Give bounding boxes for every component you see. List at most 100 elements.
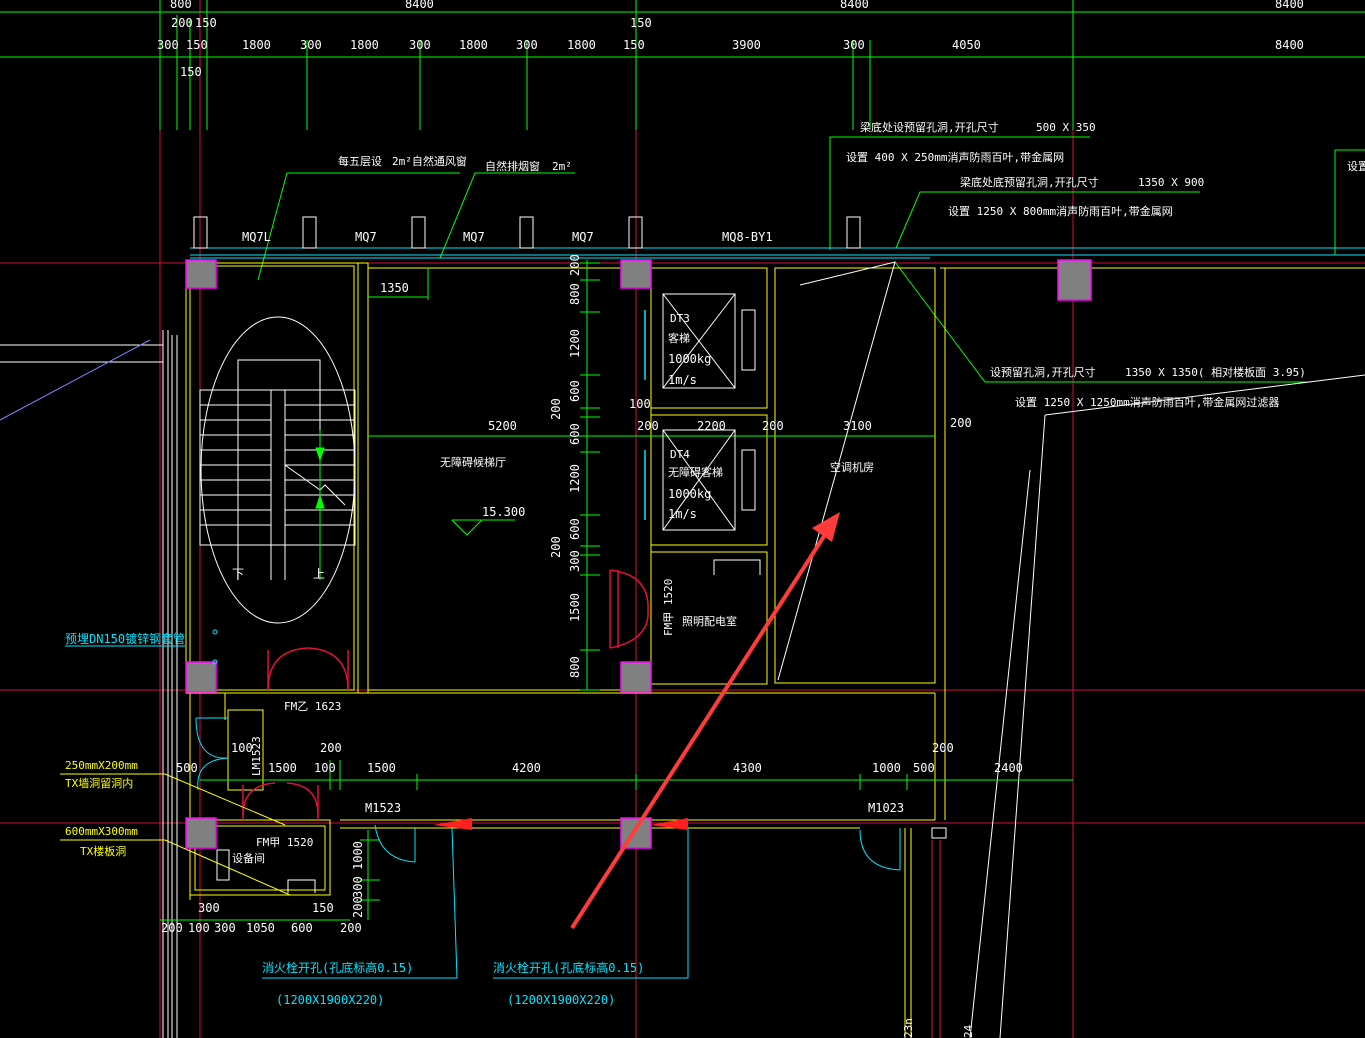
dim-text: 1800 — [242, 38, 271, 52]
note-text: 设置 1250 X 800mm消声防雨百叶,带金属网 — [948, 204, 1173, 218]
stair-doors — [242, 647, 349, 820]
top-dimension-lines — [0, 0, 1365, 130]
elevator-load: 1000kg — [668, 487, 711, 501]
dim-text: 200 — [161, 921, 183, 935]
note-text: 500 X 350 — [1036, 121, 1096, 134]
elevator-id: DT4 — [670, 448, 690, 461]
note-text: 2m²自然通风窗 — [392, 154, 467, 168]
top-notes — [257, 136, 1365, 383]
dim-text: 1500 — [268, 761, 297, 775]
dim-text: 1800 — [459, 38, 488, 52]
dim-text: 200 — [932, 741, 954, 755]
dim-text: 300 — [157, 38, 179, 52]
hydrant-leaders — [262, 827, 689, 979]
dim-text: 8400 — [840, 0, 869, 11]
left-frame — [0, 330, 178, 1038]
dim-text: 1350 — [380, 281, 409, 295]
hydrant-note: (1200X1900X220) — [507, 993, 615, 1007]
small-vertical-dims: 1000 300 200 — [351, 841, 365, 918]
dim-text: 300 — [568, 550, 582, 572]
elevator-id: DT3 — [670, 312, 690, 325]
dim-text: 200 — [549, 536, 563, 558]
note-text: 梁底处底预留孔洞,开孔尺寸 — [960, 175, 1099, 189]
dim-text: 1050 — [246, 921, 275, 935]
dim-text: 200 — [351, 896, 365, 918]
dim-text: 600 — [568, 423, 582, 445]
curtain-label: MQ7 — [572, 230, 594, 244]
curtain-label: MQ7L — [242, 230, 271, 244]
elevator-speed: 1m/s — [668, 373, 697, 387]
hydrant-note: 消火栓开孔(孔底标高0.15) — [262, 960, 413, 975]
note-text: 每五层设 — [338, 154, 382, 168]
dim-text: 600 — [291, 921, 313, 935]
edge-text: 24 — [962, 1024, 975, 1038]
door-label: M1023 — [868, 801, 904, 815]
dim-text: 1200 — [568, 464, 582, 493]
dim-text: 200 — [568, 254, 582, 276]
dim-text: 4050 — [952, 38, 981, 52]
dim-text: 800 — [568, 283, 582, 305]
note-text: 设置 — [1347, 160, 1365, 173]
dim-text: 800 — [170, 0, 192, 11]
door-label: M1523 — [365, 801, 401, 815]
pipe-leader — [65, 629, 218, 665]
corridor-dim-lines — [160, 760, 1073, 921]
dim-text: 150 — [623, 38, 645, 52]
lobby-dim-lines — [368, 260, 935, 691]
dim-text: 500 — [913, 761, 935, 775]
bottom-dims: 300 150 200 100 300 1050 600 200 — [161, 901, 362, 935]
edge-text: 23n — [902, 1018, 915, 1038]
dim-text: 150 — [312, 901, 334, 915]
dim-text: 150 — [195, 16, 217, 30]
equip-inner — [216, 849, 316, 893]
dim-text: 2200 — [697, 419, 726, 433]
hydrant-marks — [433, 818, 688, 830]
vertical-dims: 200 800 1200 600 200 600 1200 600 200 30… — [549, 254, 582, 678]
elevator-speed: 1m/s — [668, 507, 697, 521]
dim-text: 300 — [409, 38, 431, 52]
elec-door-label: FM甲 1520 — [662, 579, 675, 636]
elevator-cars — [662, 293, 761, 575]
dim-text: 300 — [351, 876, 365, 898]
columns — [185, 259, 1092, 849]
dim-text: 1000 — [872, 761, 901, 775]
note-text: 设置 400 X 250mm消声防雨百叶,带金属网 — [846, 150, 1064, 164]
right-shaft — [931, 827, 947, 1038]
dim-text: 8400 — [405, 0, 434, 11]
dim-text: 1000 — [351, 841, 365, 870]
walls — [185, 262, 1365, 1038]
dim-text: 100 — [231, 741, 253, 755]
curtain-labels: MQ7L MQ7 MQ7 MQ7 MQ8-BY1 — [242, 230, 773, 244]
elevation-marker — [451, 519, 515, 536]
top-note-texts: 每五层设 2m²自然通风窗 自然排烟窗 2m² 梁底处设预留孔洞,开孔尺寸 50… — [338, 120, 1365, 409]
curtain-label: MQ7 — [355, 230, 377, 244]
curtain-label: MQ8-BY1 — [722, 230, 773, 244]
corridor-dims: 100 200 500 1500 100 1500 4200 4300 1000… — [176, 741, 1023, 775]
side-note: 250mmX200mm — [65, 759, 138, 772]
dim-text: 4300 — [733, 761, 762, 775]
lobby-label: 无障碍候梯厅 — [440, 455, 506, 469]
equip-room-label: 设备间 — [232, 851, 265, 865]
dim-text: 150 — [186, 38, 208, 52]
dim-text: 3900 — [732, 38, 761, 52]
door-label: LM1523 — [250, 736, 263, 776]
dim-text: 150 — [630, 16, 652, 30]
elevator-load: 1000kg — [668, 352, 711, 366]
stair-arrows — [315, 430, 325, 580]
annotation-arrow — [570, 512, 840, 930]
dim-text: 100 — [314, 761, 336, 775]
curtain-label: MQ7 — [463, 230, 485, 244]
side-note: 600mmX300mm — [65, 825, 138, 838]
dim-text: 8400 — [1275, 38, 1304, 52]
dim-text: 4200 — [512, 761, 541, 775]
elevation-text: 15.300 — [482, 505, 525, 519]
dim-text: 600 — [568, 518, 582, 540]
stair — [199, 316, 356, 624]
dim-text: 800 — [568, 656, 582, 678]
dim-text: 300 — [300, 38, 322, 52]
note-text: 1350 X 1350( 相对楼板面 3.95) — [1125, 365, 1306, 379]
curtain-wall — [190, 247, 1365, 259]
door-label: FM甲 1520 — [256, 836, 313, 849]
dim-text: 200 — [762, 419, 784, 433]
